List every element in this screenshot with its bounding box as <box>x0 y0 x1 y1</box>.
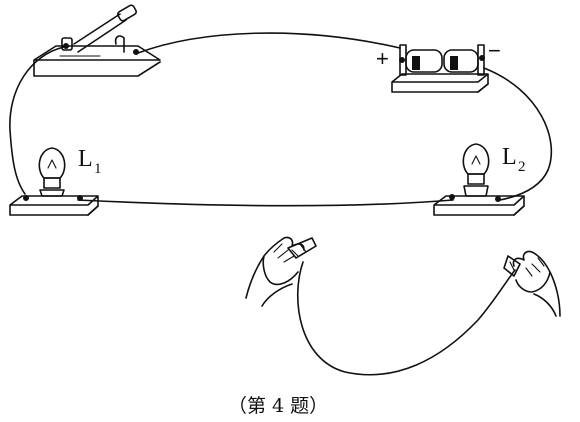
knife-switch <box>33 4 161 77</box>
bulb-l1-glass <box>38 147 66 179</box>
left-hand-outline <box>245 236 305 307</box>
test-lead-wire <box>297 261 516 376</box>
wire-switch-to-battery <box>137 32 401 54</box>
switch-blade <box>73 13 127 53</box>
battery-minus-label: − <box>488 38 501 63</box>
bulb-l2-glass <box>462 143 490 175</box>
bulb-l1-label: L <box>78 146 93 172</box>
battery-holder: + − <box>376 38 501 93</box>
left-hand-with-clip <box>245 236 317 307</box>
wire-l1-to-l2 <box>77 199 454 207</box>
bulb-l1: L 1 <box>9 146 102 216</box>
circuit-wires <box>9 32 553 376</box>
right-hand-outline <box>512 250 561 317</box>
bulb-l2-label: L <box>502 144 517 170</box>
bulb-l2-subscript: 2 <box>518 159 526 175</box>
battery-plus-label: + <box>376 46 389 71</box>
wire-switch-to-l1 <box>9 46 65 195</box>
bulb-l2: L 2 <box>433 143 526 216</box>
figure-caption: （第 4 题） <box>228 395 328 417</box>
right-clip <box>503 255 521 277</box>
right-hand-with-clip <box>503 250 561 317</box>
left-clip <box>287 237 317 259</box>
bulb-l1-subscript: 1 <box>94 161 102 177</box>
wire-battery-to-l2 <box>483 67 553 201</box>
